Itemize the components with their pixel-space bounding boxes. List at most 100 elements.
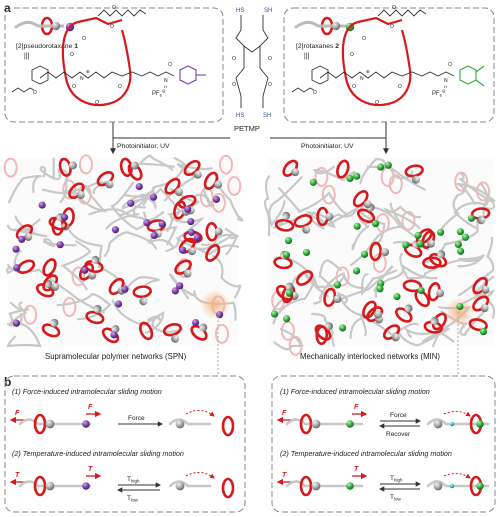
faint-ring (79, 154, 94, 175)
force-symbol: T (15, 472, 20, 479)
network-right-caption: Mechanically interlocked networks (MIN) (300, 352, 440, 361)
rotaxane-unit (472, 276, 490, 295)
rotaxane-unit (275, 282, 294, 301)
polymer-chain (211, 255, 242, 299)
grey-bead (24, 232, 33, 241)
svg-text:O: O (110, 24, 114, 30)
stopper-bead (282, 251, 291, 259)
macrocycle-ring (299, 475, 313, 497)
grey-bead (325, 212, 334, 221)
grey-bead (282, 211, 291, 220)
grey-bead (68, 161, 77, 170)
grey-bead (88, 271, 97, 280)
grey-bead (111, 324, 120, 333)
svg-text:N: N (360, 76, 364, 82)
svg-text:|||: ||| (24, 53, 30, 60)
polymer-chain (169, 212, 205, 239)
grey-bead (333, 295, 342, 304)
stopper-bead (284, 236, 293, 245)
rotaxane-unit (282, 159, 300, 177)
sliding-path (443, 410, 471, 417)
network-min (263, 158, 497, 356)
grey-bead (430, 316, 439, 325)
svg-text:O: O (398, 84, 402, 90)
macrocycle-ring (293, 214, 313, 228)
macrocycle-ring (139, 321, 154, 341)
polymer-chain (383, 205, 421, 230)
polymer-chain (268, 176, 303, 227)
macrocycle-ring (414, 289, 430, 308)
spn-thigh-label: Thigh (127, 476, 140, 484)
rotaxane-unit (205, 244, 221, 262)
polymer-chain (194, 186, 213, 208)
rotaxane-unit (382, 324, 401, 342)
grey-bead (391, 333, 400, 342)
rotaxane-unit (470, 207, 491, 225)
polymer-chain (62, 180, 107, 195)
stopper-bead (135, 182, 143, 191)
stopper-bead (352, 267, 361, 275)
polymer-chain (39, 157, 55, 181)
svg-text:N: N (444, 78, 448, 84)
macrocycle-ring (299, 413, 313, 435)
stopper-bead (393, 292, 401, 301)
grey-bead (51, 282, 60, 291)
force-symbol: T (354, 466, 359, 473)
stopper-bead (12, 245, 20, 253)
stopper-bead (479, 328, 488, 336)
rotaxane-unit (58, 157, 77, 177)
stopper-bead (456, 302, 464, 311)
faint-ring (214, 323, 229, 344)
rotaxane-unit (84, 255, 104, 274)
svg-text:O: O (112, 5, 116, 11)
compound-1-label: [2]pseudorotaxane 1 (16, 43, 78, 50)
rotaxane-unit (101, 324, 120, 344)
stopper-bead (376, 285, 384, 293)
stopper-bead (13, 264, 21, 272)
rotaxane-unit (404, 164, 424, 184)
panel-b-spn-box: (1) Force-induced intramolecular sliding… (4, 375, 246, 513)
polymer-chain (6, 322, 42, 348)
grey-bead (214, 180, 223, 189)
station-bead (449, 421, 455, 427)
rotaxane-unit (132, 285, 152, 306)
stopper-bead (384, 161, 392, 169)
stopper-bead (187, 217, 195, 226)
faint-ring (218, 154, 233, 175)
svg-text:H: H (164, 84, 167, 89)
axle-strand (18, 418, 92, 426)
polymer-chain (56, 293, 112, 321)
grey-bead (76, 190, 85, 199)
compound-2-label: [2]rotaxanes 2 (296, 43, 339, 50)
polymer-chain (272, 255, 315, 325)
stopper-bead (143, 219, 151, 227)
svg-text:H: H (444, 84, 447, 89)
petmp-group-4: SH (263, 113, 271, 119)
rotaxane-unit (295, 270, 314, 286)
arrow-left-label: Photoinitiator, UV (117, 143, 170, 150)
faint-ring (62, 297, 77, 318)
polymer-chain (263, 175, 271, 237)
stopper-bead (456, 228, 464, 236)
macrocycle-ring (42, 258, 57, 277)
macrocycle-ring (422, 256, 442, 270)
rotaxane-unit (174, 259, 192, 278)
stopper-bead (436, 228, 445, 236)
polymer-chain (60, 240, 92, 291)
grey-bead (105, 180, 114, 189)
polymer-chain (6, 224, 48, 238)
stopper-bead (38, 201, 46, 209)
petmp-group-2: SH (264, 8, 272, 14)
polymer-chain (8, 174, 44, 204)
rotaxane-unit (362, 300, 382, 319)
rotaxane-unit (395, 304, 413, 323)
polymer-chain (68, 229, 131, 291)
petmp-group-3: HS (236, 113, 244, 119)
network-left-caption: Supramolecular polymer networks (SPN) (45, 352, 187, 361)
network-spn (3, 154, 244, 348)
force-symbol: T (88, 466, 93, 473)
grey-bead (285, 282, 294, 291)
svg-text:O: O (33, 90, 37, 96)
faint-ring (227, 175, 242, 196)
svg-text:O: O (95, 100, 99, 106)
